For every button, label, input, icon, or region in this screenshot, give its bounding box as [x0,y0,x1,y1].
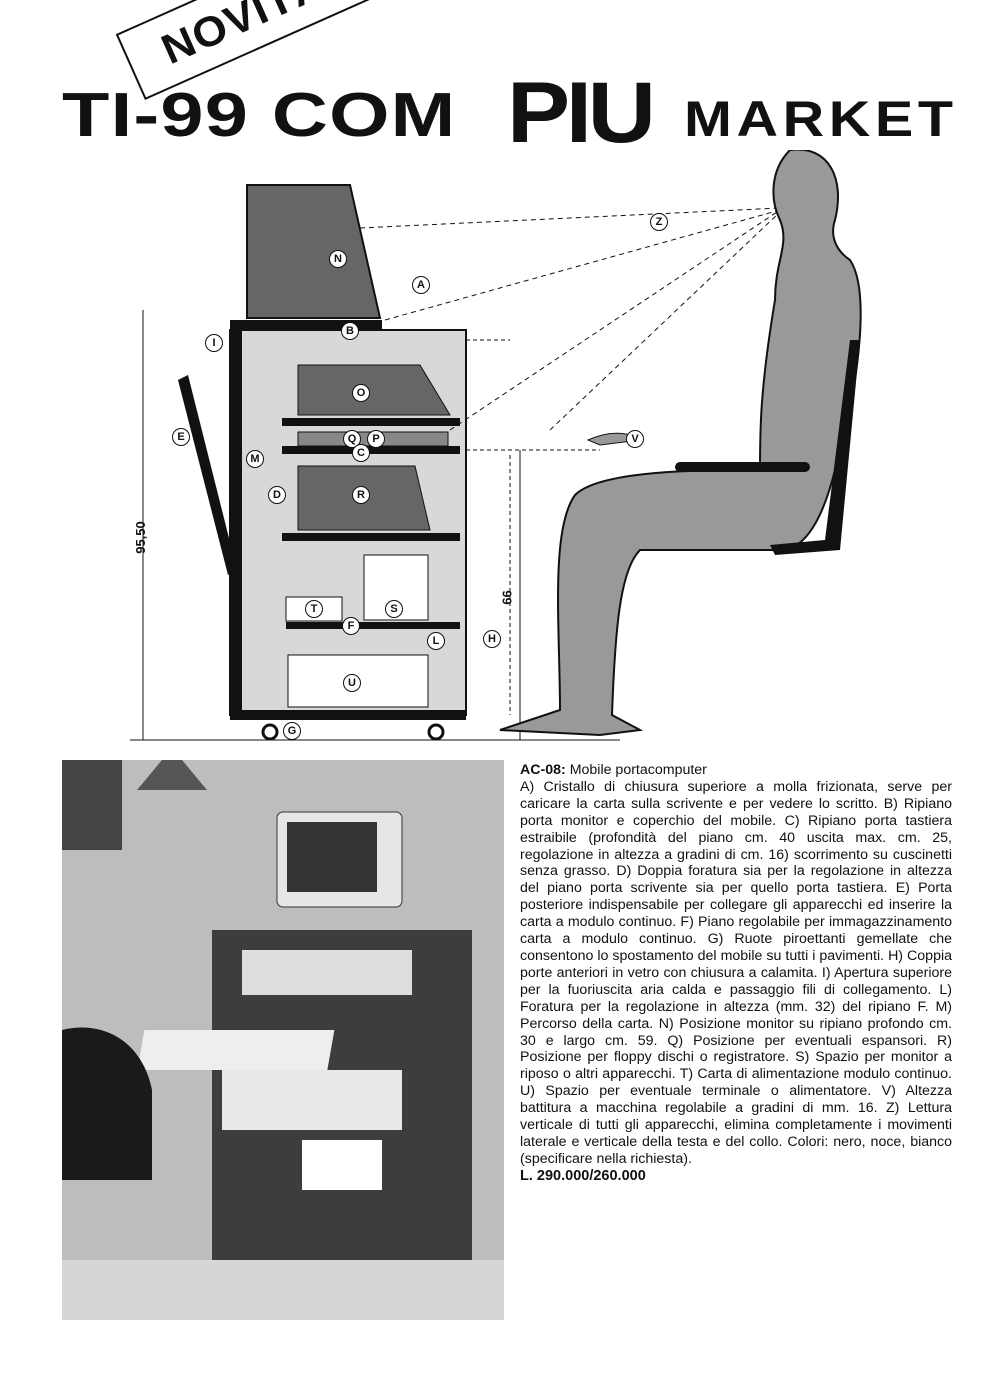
masthead-market: MARKET [684,91,958,147]
label-t: T [305,600,323,618]
masthead-piu: PIU [507,65,656,161]
masthead-ti99: TI-99 COM [62,81,457,150]
label-p: P [367,430,385,448]
product-body: A) Cristallo di chiusura superiore a mol… [520,778,952,1167]
monitor-shape [246,184,382,319]
label-o: O [352,384,370,402]
label-q: Q [343,430,361,448]
dimension-total-height: 95,50 [132,521,148,554]
product-title: Mobile portacomputer [569,762,707,778]
product-price: L. 290.000/260.000 [520,1167,646,1184]
label-s: S [385,600,403,618]
person-shape [499,150,862,737]
ergonomic-diagram [130,150,862,741]
label-v: V [626,430,644,448]
label-f: F [342,617,360,635]
label-g: G [283,722,301,740]
product-photo [62,760,504,1320]
banner-text: NOVITÀ DEL MESE [155,0,558,74]
chair-shape [770,340,860,555]
masthead: TI-99 COM PIU MARKET [62,65,953,161]
label-a: A [412,276,430,294]
product-code: AC-08: [520,762,566,778]
label-h: H [483,630,501,648]
label-m: M [246,450,264,468]
label-b: B [341,322,359,340]
label-i: I [205,334,223,352]
label-z: Z [650,213,668,231]
product-description: AC-08: Mobile portacomputer A) Cristallo… [520,762,952,1185]
label-n: N [329,250,347,268]
dimension-desk-height: 66 [499,590,515,605]
label-d: D [268,486,286,504]
label-c: C [352,444,370,462]
label-e: E [172,428,190,446]
label-r: R [352,486,370,504]
label-l: L [427,632,445,650]
label-u: U [343,674,361,692]
